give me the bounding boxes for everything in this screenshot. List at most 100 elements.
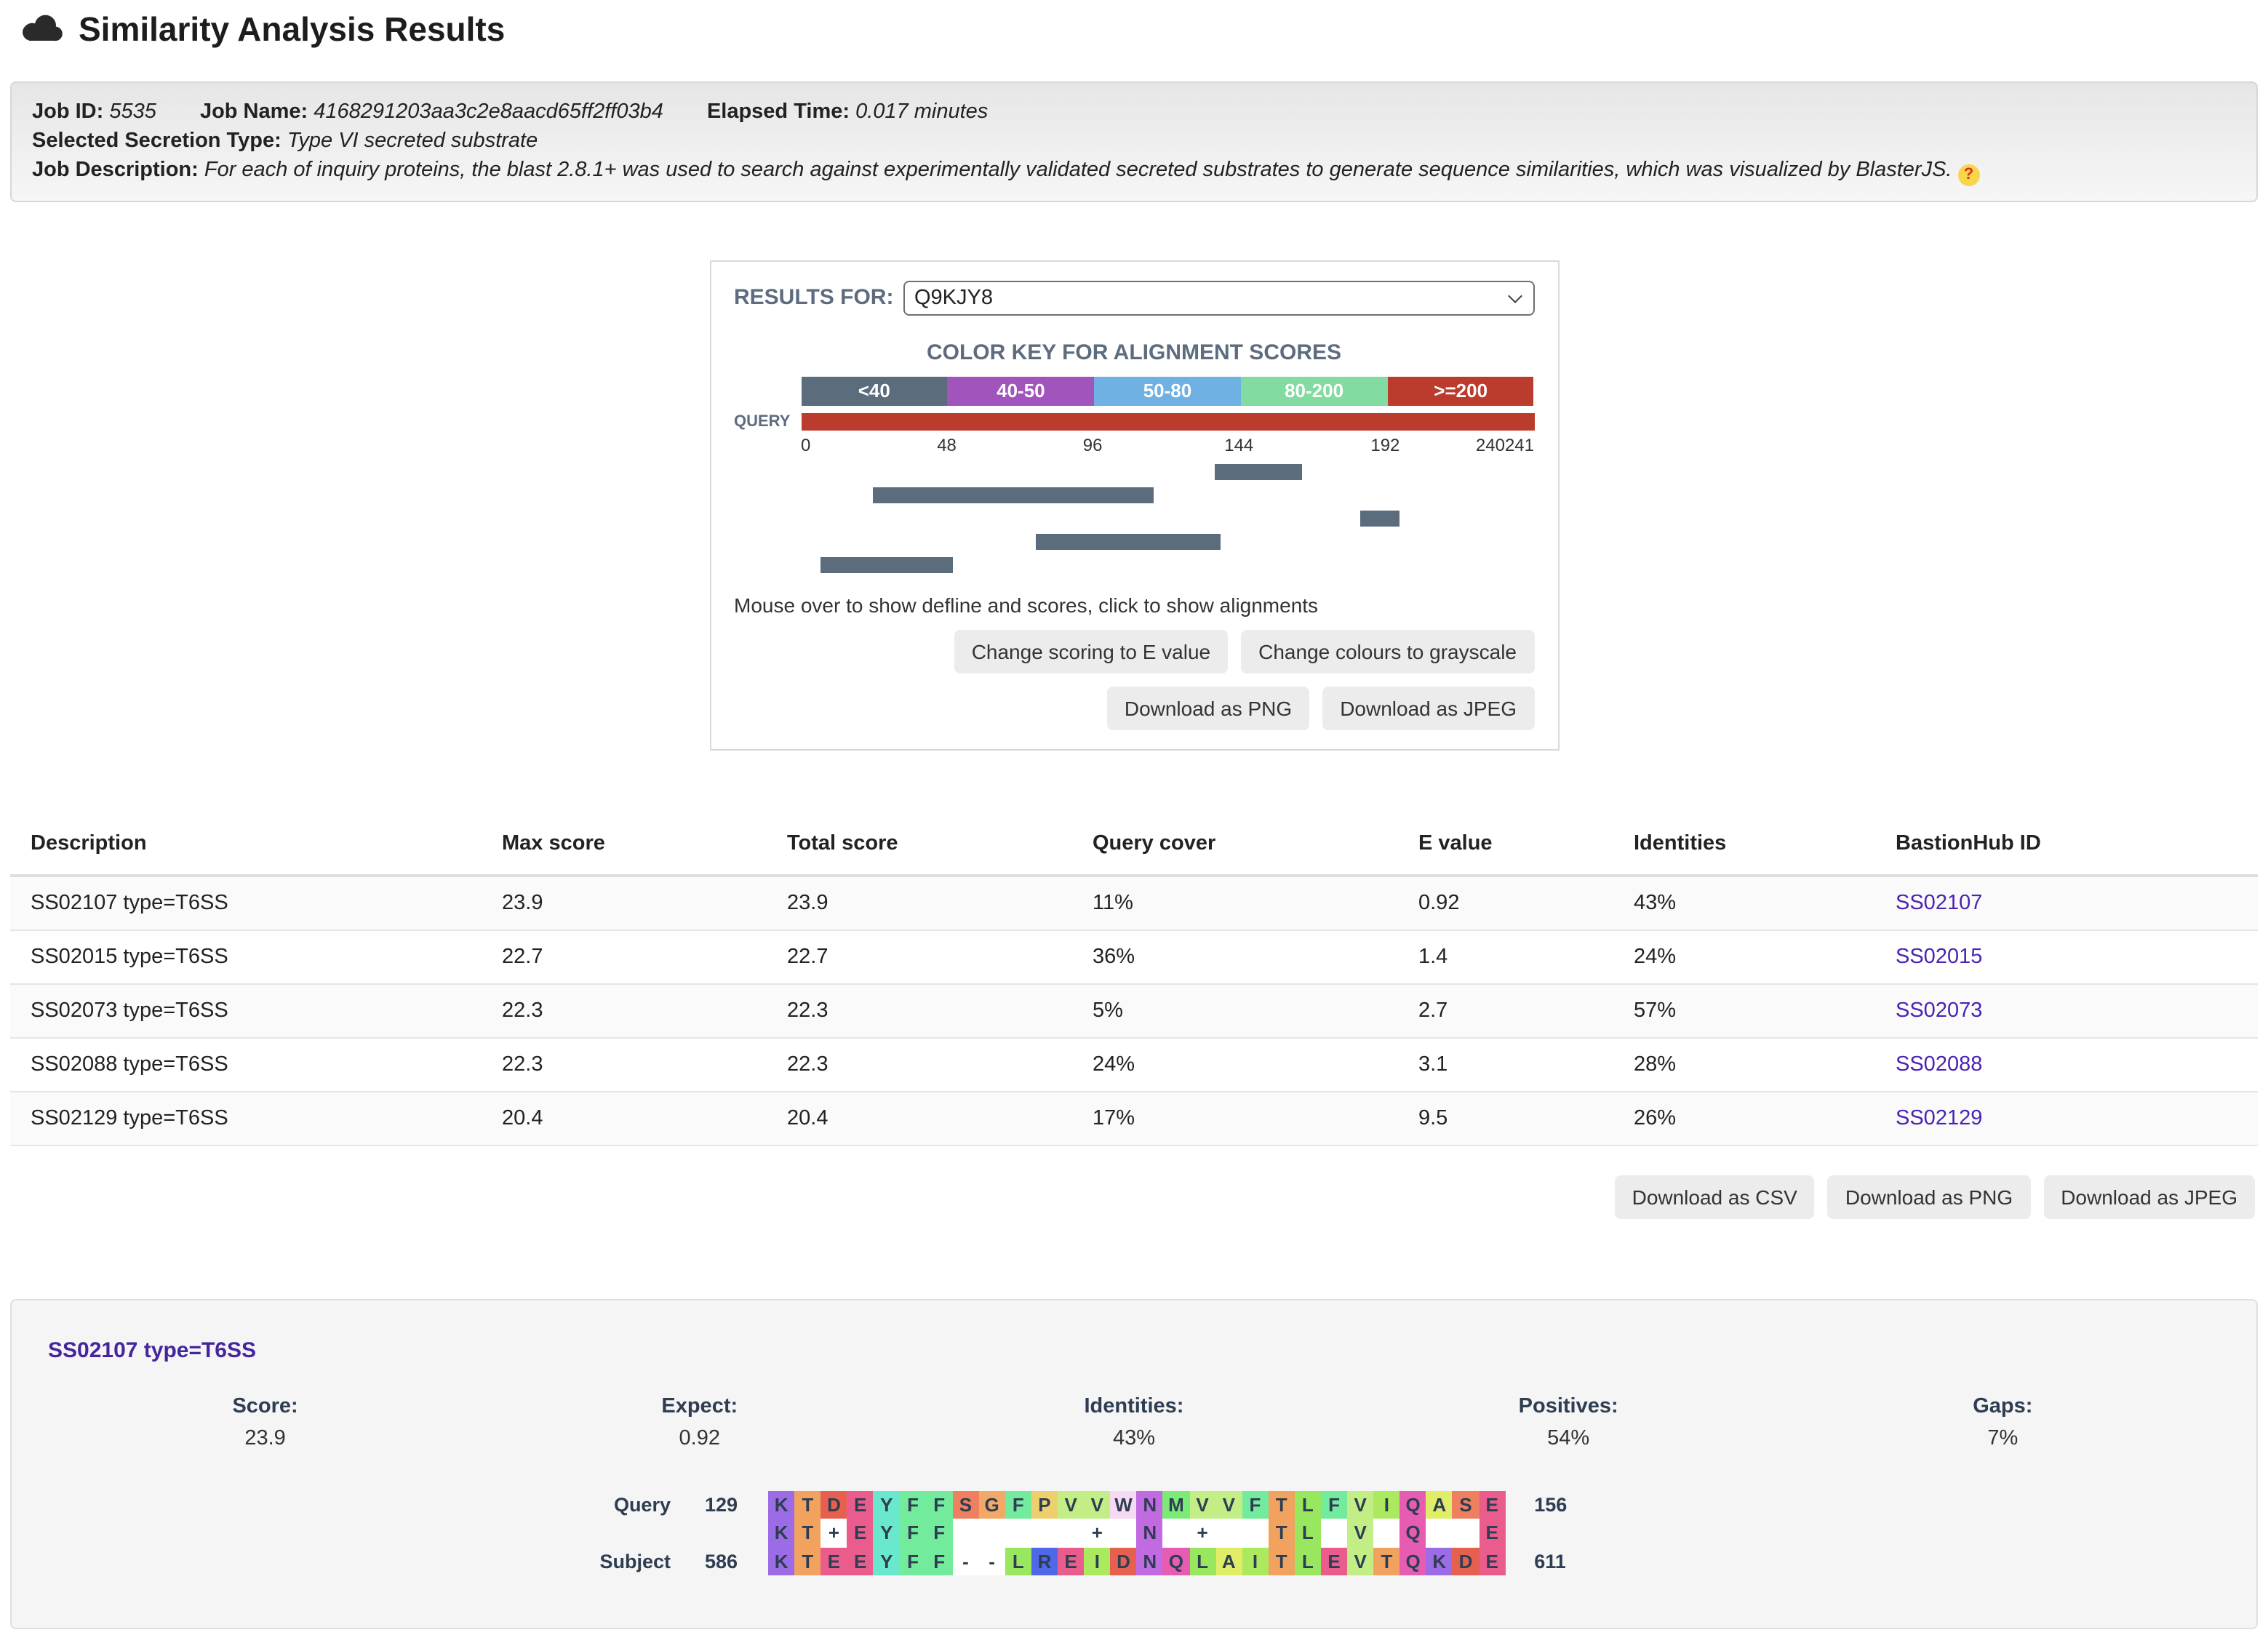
job-description-label: Job Description: <box>32 159 199 182</box>
aln-cell-match <box>1242 1519 1269 1547</box>
download-as-csv-button[interactable]: Download as CSV <box>1614 1175 1815 1218</box>
aln-cell-match: + <box>820 1519 847 1547</box>
aln-cell-match: K <box>768 1519 795 1547</box>
bastionhub-link[interactable]: SS02015 <box>1896 945 1983 968</box>
aln-cell-match: Y <box>873 1519 900 1547</box>
axis-tick: 192 <box>1370 434 1400 455</box>
aln-cell-match <box>1110 1519 1137 1547</box>
aln-cell-query: S <box>952 1490 979 1519</box>
alignment-row-labels: Query Subject <box>554 1490 671 1575</box>
aln-cell-query: T <box>1268 1490 1295 1519</box>
aln-cell-query: L <box>1294 1490 1321 1519</box>
aln-cell-match: Q <box>1399 1519 1426 1547</box>
query-row-label: Query <box>613 1493 671 1515</box>
download-as-jpeg-button[interactable]: Download as JPEG <box>2043 1175 2255 1218</box>
job-name-label: Job Name: <box>199 100 308 124</box>
table-cell: SS02015 <box>1896 930 2258 984</box>
column-header-bastionhub-id: BastionHub ID <box>1896 823 2258 876</box>
aln-cell-subject: A <box>1215 1547 1242 1575</box>
elapsed-time-value: 0.017 minutes <box>855 100 989 124</box>
stat-value: 43% <box>1112 1426 1155 1450</box>
download-as-png-button[interactable]: Download as PNG <box>1827 1175 2031 1218</box>
aln-cell-subject: F <box>899 1547 927 1575</box>
stat-label: Expect: <box>661 1394 738 1418</box>
job-id-value: 5535 <box>109 100 156 124</box>
download-as-png-button[interactable]: Download as PNG <box>1106 686 1310 729</box>
aln-cell-subject: Y <box>873 1547 900 1575</box>
stat-label: Positives: <box>1518 1394 1618 1418</box>
aln-cell-match <box>1031 1519 1058 1547</box>
aln-cell-query: S <box>1452 1490 1480 1519</box>
job-name-value: 4168291203aa3c2e8aacd65ff2ff03b4 <box>314 100 663 124</box>
column-header-e-value: E value <box>1418 823 1634 876</box>
color-key-segment: 40-50 <box>947 376 1095 405</box>
help-question-icon[interactable]: ? <box>1957 164 1980 185</box>
color-key-segment: 80-200 <box>1240 376 1388 405</box>
download-as-jpeg-button[interactable]: Download as JPEG <box>1322 686 1534 729</box>
color-key-title: COLOR KEY FOR ALIGNMENT SCORES <box>926 340 1341 364</box>
aln-cell-subject: T <box>794 1547 821 1575</box>
panel-buttons-row-1: Change scoring to E value Change colours … <box>734 629 1534 673</box>
query-track-bar <box>801 412 1534 430</box>
table-cell: 5% <box>1093 983 1418 1038</box>
change-colours-to-grayscale-button[interactable]: Change colours to grayscale <box>1241 629 1534 673</box>
hit-bar[interactable] <box>872 487 1154 503</box>
hit-bar[interactable] <box>1035 533 1221 549</box>
table-cell: 22.3 <box>502 1037 787 1092</box>
aln-cell-query: D <box>820 1490 847 1519</box>
aln-cell-subject: Q <box>1399 1547 1426 1575</box>
aln-cell-query: A <box>1426 1490 1453 1519</box>
job-description-value: For each of inquiry proteins, the blast … <box>204 159 1952 182</box>
aln-cell-match: T <box>794 1519 821 1547</box>
hit-bar[interactable] <box>1214 463 1303 479</box>
table-cell: SS02088 <box>1896 1037 2258 1092</box>
job-line-3: Job Description: For each of inquiry pro… <box>32 156 2236 185</box>
aln-cell-subject: I <box>1084 1547 1111 1575</box>
axis-tick: 48 <box>937 434 957 455</box>
hit-bar[interactable] <box>1360 510 1400 526</box>
change-scoring-to-e-value-button[interactable]: Change scoring to E value <box>954 629 1229 673</box>
table-cell: 3.1 <box>1418 1037 1634 1092</box>
hit-bars-area <box>801 459 1534 575</box>
aln-cell-subject: V <box>1347 1547 1374 1575</box>
table-cell: 22.3 <box>502 983 787 1038</box>
bastionhub-link[interactable]: SS02073 <box>1896 999 1983 1022</box>
aln-cell-query: V <box>1058 1490 1085 1519</box>
aln-cell-match <box>1058 1519 1085 1547</box>
alignment-detail-title[interactable]: SS02107 type=T6SS <box>48 1338 257 1362</box>
query-select[interactable]: Q9KJY8 <box>903 280 1534 315</box>
aln-cell-subject: L <box>1005 1547 1031 1575</box>
aln-cell-query: Y <box>873 1490 900 1519</box>
aln-cell-subject: E <box>1479 1547 1506 1575</box>
column-header-query-cover: Query cover <box>1093 823 1418 876</box>
stat-identities: Identities:43% <box>917 1394 1351 1450</box>
table-cell: SS02107 type=T6SS <box>10 875 502 930</box>
app-header: Similarity Analysis Results <box>0 0 2268 49</box>
aln-cell-query: V <box>1189 1490 1216 1519</box>
table-cell: 9.5 <box>1418 1091 1634 1146</box>
table-cell: 20.4 <box>502 1091 787 1146</box>
table-cell: 28% <box>1634 1037 1896 1092</box>
page-title: Similarity Analysis Results <box>79 10 506 48</box>
bastionhub-link[interactable]: SS02107 <box>1896 891 1983 914</box>
color-key-segment: <40 <box>801 376 948 405</box>
table-cell: 20.4 <box>787 1091 1093 1146</box>
hit-bar[interactable] <box>820 556 953 572</box>
table-cell: 17% <box>1093 1091 1418 1146</box>
table-cell: 1.4 <box>1418 930 1634 984</box>
aln-cell-subject: Q <box>1162 1547 1189 1575</box>
stat-gaps: Gaps:7% <box>1786 1394 2220 1450</box>
bastionhub-link[interactable]: SS02129 <box>1896 1106 1983 1130</box>
query-end: 156 <box>1534 1493 1568 1515</box>
stat-value: 23.9 <box>244 1426 286 1450</box>
stat-positives: Positives:54% <box>1351 1394 1786 1450</box>
aln-cell-subject: R <box>1031 1547 1058 1575</box>
query-track-label: QUERY <box>734 412 791 430</box>
bastionhub-link[interactable]: SS02088 <box>1896 1052 1983 1076</box>
subject-end: 611 <box>1534 1550 1566 1572</box>
